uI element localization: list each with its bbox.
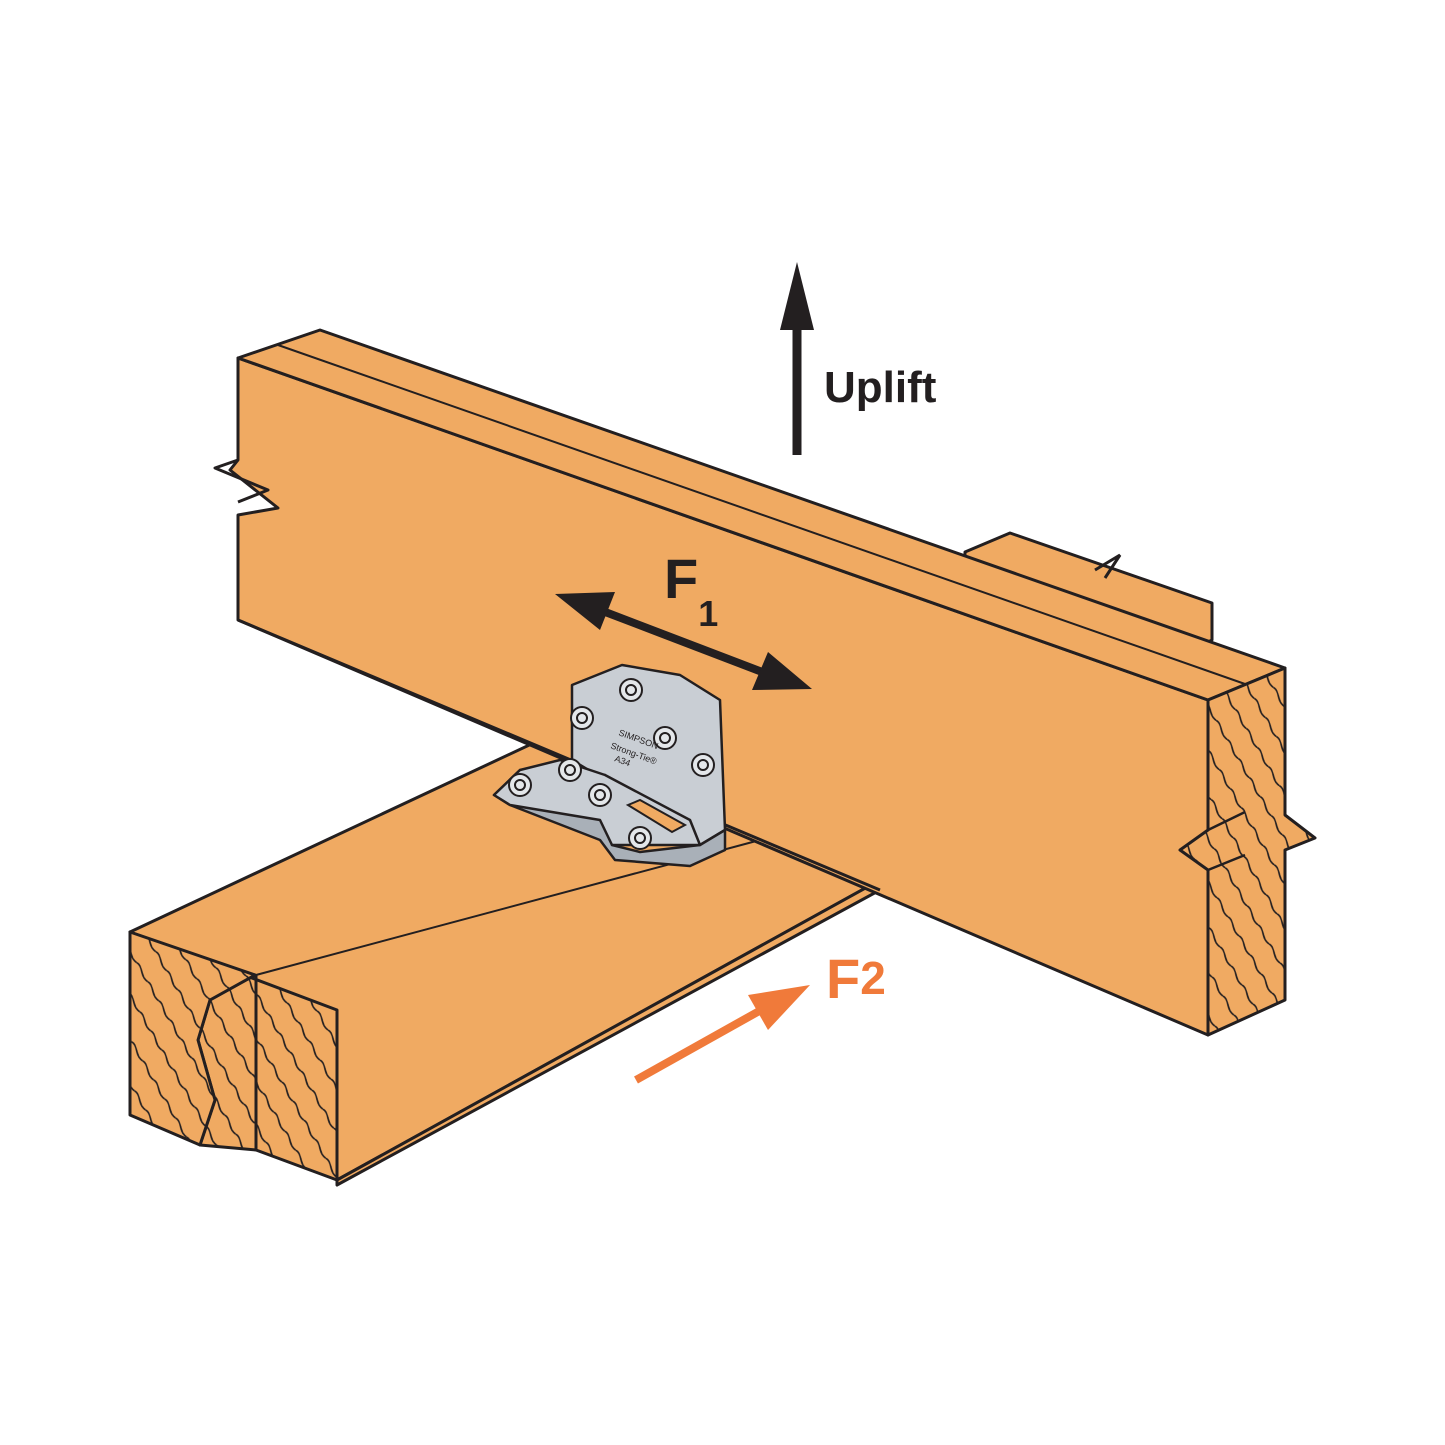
f1-label-main: F	[664, 547, 698, 610]
bracket-fasteners	[508, 678, 715, 850]
a34-bracket: SIMPSON Strong-Tie® A34	[492, 663, 727, 868]
uplift-label: Uplift	[824, 363, 937, 412]
upper-beam	[213, 328, 1317, 1037]
uplift-arrow	[780, 262, 814, 455]
f1-label: F1	[664, 547, 718, 634]
f2-label-sub: 2	[860, 952, 886, 1004]
beam-end-grain	[1178, 666, 1317, 1037]
f1-double-arrow	[555, 592, 812, 690]
f2-label-main: F	[826, 947, 860, 1010]
f1-label-sub: 1	[698, 593, 718, 634]
f2-label: F2	[826, 947, 886, 1010]
f2-arrow	[634, 985, 810, 1084]
